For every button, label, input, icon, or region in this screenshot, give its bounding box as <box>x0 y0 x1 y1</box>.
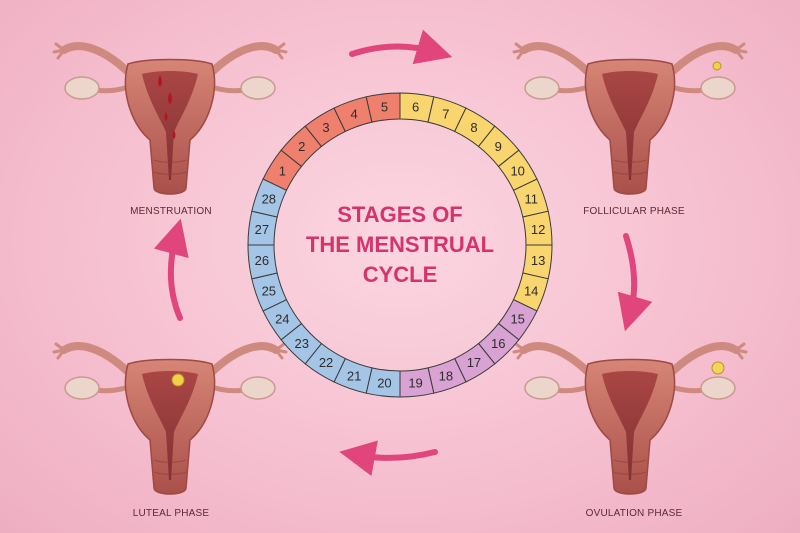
developing-follicle <box>712 61 722 71</box>
day-label-18: 18 <box>439 369 453 384</box>
day-label-1: 1 <box>279 164 286 179</box>
day-label-3: 3 <box>322 120 329 135</box>
day-label-19: 19 <box>408 376 422 391</box>
title-line-3: CYCLE <box>363 262 438 287</box>
day-label-27: 27 <box>255 222 269 237</box>
diagram-title: STAGES OF THE MENSTRUAL CYCLE <box>306 202 494 287</box>
day-label-5: 5 <box>381 99 388 114</box>
day-label-15: 15 <box>510 311 524 326</box>
day-label-24: 24 <box>275 311 289 326</box>
arrow-ovulation-to-luteal <box>339 440 438 476</box>
day-label-28: 28 <box>262 192 276 207</box>
day-label-9: 9 <box>495 139 502 154</box>
day-label-14: 14 <box>524 283 538 298</box>
arrow-menstruation-to-follicular <box>349 29 453 65</box>
day-label-20: 20 <box>377 376 391 391</box>
day-label-7: 7 <box>442 106 449 121</box>
ovulation-phase-label: OVULATION PHASE <box>586 508 683 519</box>
title-line-2: THE MENSTRUAL <box>306 232 494 257</box>
day-label-22: 22 <box>319 355 333 370</box>
day-label-17: 17 <box>467 355 481 370</box>
arrow-follicular-to-ovulation <box>617 233 653 332</box>
day-label-6: 6 <box>412 99 419 114</box>
menstruation-uterus-illustration <box>54 44 286 194</box>
menstrual-blood-drops <box>158 75 176 139</box>
day-label-23: 23 <box>294 336 308 351</box>
title-line-1: STAGES OF <box>337 202 463 227</box>
day-label-2: 2 <box>298 139 305 154</box>
day-label-25: 25 <box>262 283 276 298</box>
arrow-luteal-to-menstruation <box>153 218 189 321</box>
menstruation-label: MENSTRUATION <box>130 206 212 217</box>
corpus-luteum <box>171 373 185 387</box>
day-label-12: 12 <box>531 222 545 237</box>
day-label-10: 10 <box>510 164 524 179</box>
luteal-phase-label: LUTEAL PHASE <box>133 508 210 519</box>
day-label-13: 13 <box>531 253 545 268</box>
released-egg <box>711 361 725 375</box>
day-label-16: 16 <box>491 336 505 351</box>
day-label-8: 8 <box>470 120 477 135</box>
ovulation-uterus-illustration <box>514 344 746 494</box>
follicular-uterus-illustration <box>514 44 746 194</box>
day-segment-28 <box>251 178 288 218</box>
day-label-4: 4 <box>350 106 357 121</box>
luteal-uterus-illustration <box>54 344 286 494</box>
day-label-26: 26 <box>255 253 269 268</box>
day-label-11: 11 <box>524 192 538 207</box>
day-label-21: 21 <box>347 369 361 384</box>
follicular-phase-label: FOLLICULAR PHASE <box>583 206 685 217</box>
